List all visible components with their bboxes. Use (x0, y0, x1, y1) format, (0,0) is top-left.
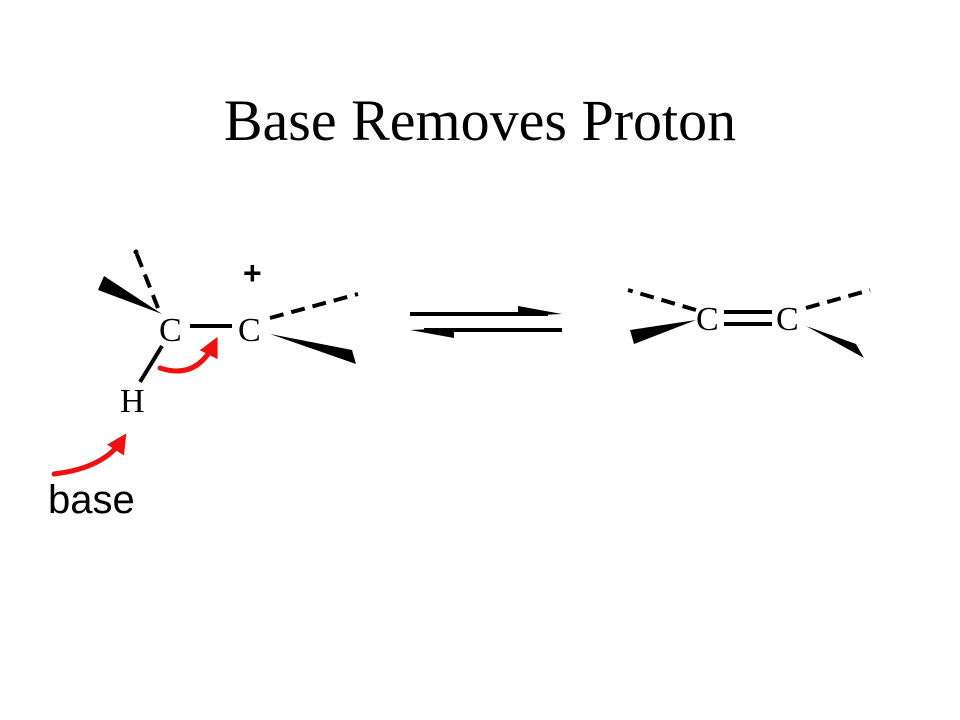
reactant-carbon-2: C (238, 312, 261, 349)
product-dashed-bond-right (805, 288, 871, 310)
equilibrium-arrows (410, 306, 562, 338)
reactant-wedge-bond-left (98, 276, 162, 314)
curved-arrow-base-to-hydrogen (51, 433, 127, 477)
reactant-ch-bond (138, 344, 164, 384)
product-wedge-bond-right (806, 326, 864, 358)
reactant-dashed-bond-tip (133, 249, 139, 255)
reactant-dashed-bond-up (134, 251, 160, 309)
reactant-dashed-bond-right (269, 292, 359, 320)
base-label: base (48, 478, 135, 522)
reactant-molecule: C C + H (98, 249, 359, 420)
reverse-arrow-head (410, 328, 454, 338)
product-wedge-bond-left (630, 320, 696, 344)
reactant-hydrogen: H (120, 383, 145, 420)
product-molecule: C C (627, 288, 871, 358)
forward-arrow-head (518, 306, 562, 316)
carbocation-charge: + (243, 255, 262, 291)
product-dashed-bond-left (627, 288, 697, 312)
product-carbon-1: C (696, 301, 719, 338)
slide-title: Base Removes Proton (223, 88, 737, 153)
reactant-wedge-bond-right (270, 334, 356, 364)
product-carbon-2: C (776, 301, 799, 338)
reactant-carbon-1: C (159, 312, 182, 349)
curved-arrow-bond-to-cation (157, 336, 218, 374)
